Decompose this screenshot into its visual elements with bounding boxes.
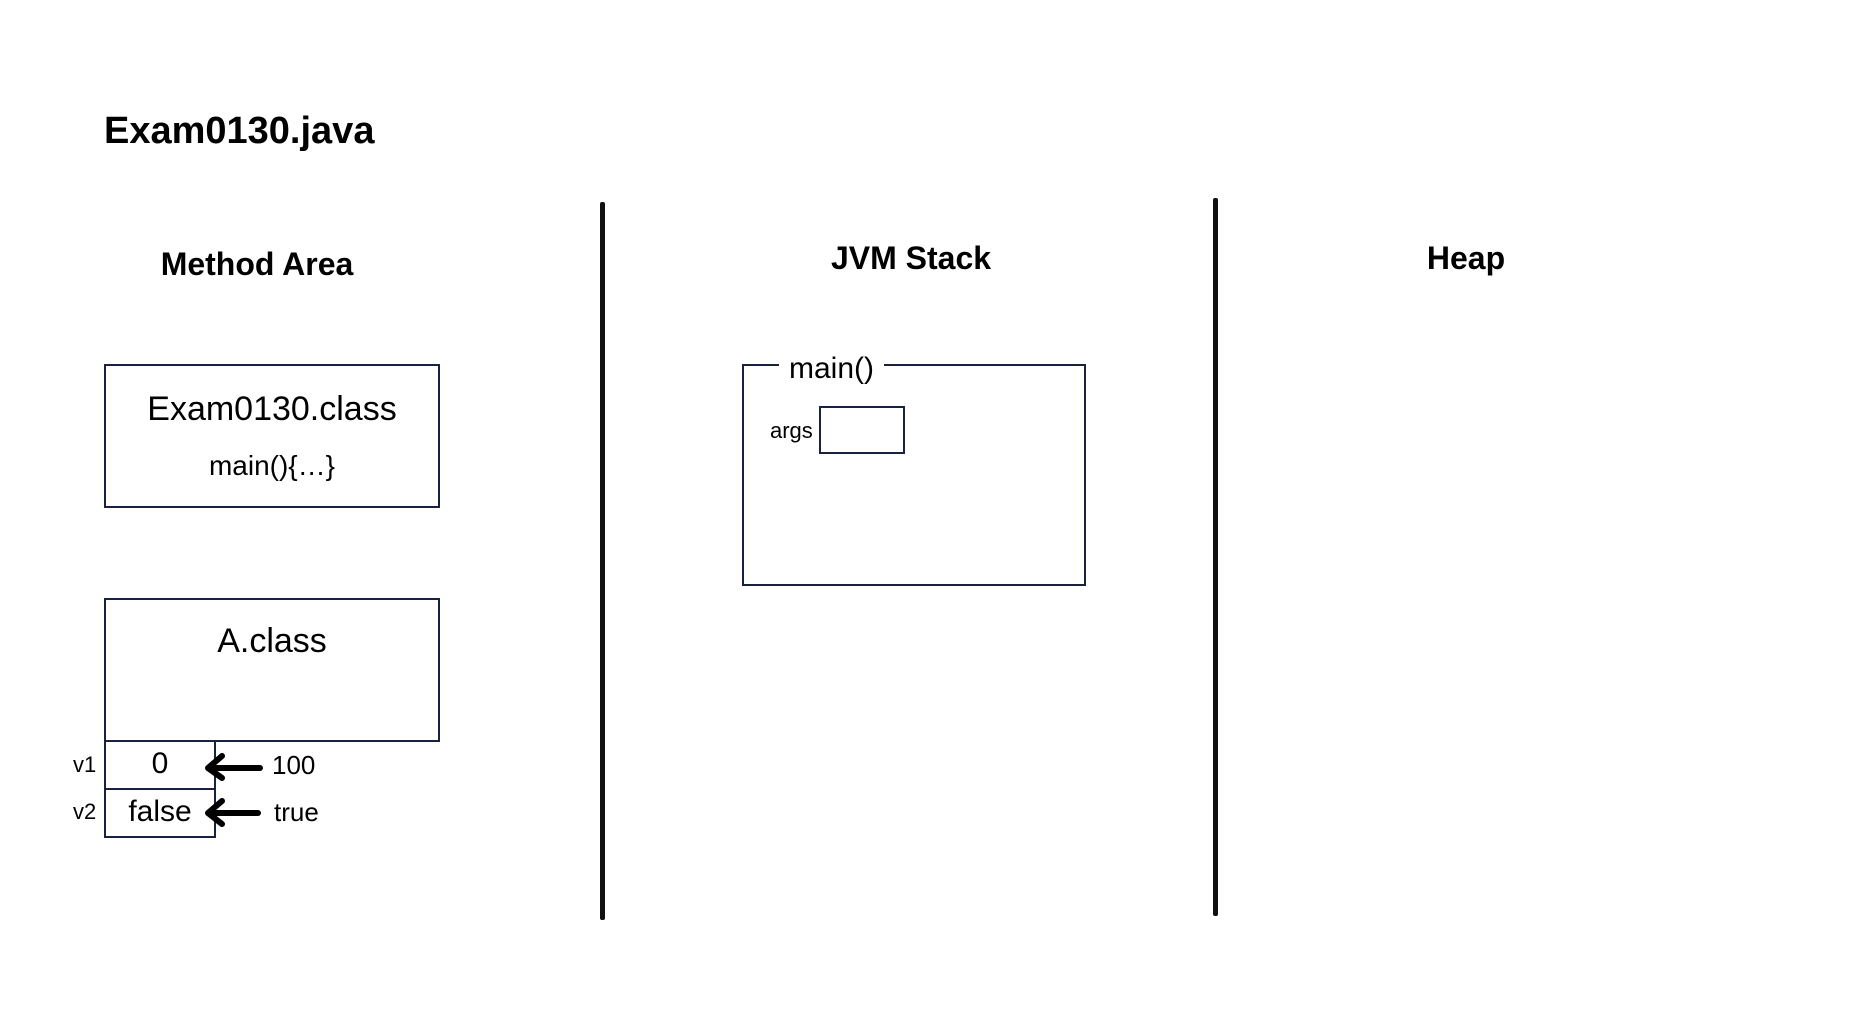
divider-left [600, 202, 605, 920]
field-v2-cell: false [104, 788, 216, 838]
field-v2-value: false [128, 795, 192, 828]
args-cell [819, 406, 905, 454]
assignment-arrows [205, 753, 263, 827]
arrow-left-icon [205, 753, 263, 781]
jvm-stack-title: JVM Stack [830, 240, 992, 276]
heap-title: Heap [1426, 240, 1506, 276]
field-v1-cell: 0 [104, 740, 216, 790]
exam-class-main-method: main(){…} [208, 450, 336, 481]
args-label: args [770, 418, 813, 443]
main-frame-label: main() [779, 352, 885, 386]
a-class-box: A.class [104, 598, 440, 742]
v2-assigned-value: true [274, 797, 319, 827]
field-v1-value: 0 [151, 747, 169, 780]
page-title: Exam0130.java [104, 110, 375, 152]
divider-right [1213, 198, 1218, 916]
method-area-title: Method Area [160, 246, 354, 282]
v1-assigned-value: 100 [272, 750, 316, 780]
exam-class-name: Exam0130.class [147, 390, 397, 428]
a-class-name: A.class [217, 622, 327, 660]
exam-class-box: Exam0130.class main(){…} [104, 364, 440, 508]
field-v1-label: v1 [73, 752, 97, 777]
arrow-left-icon [205, 798, 261, 827]
field-v2-label: v2 [73, 799, 97, 824]
main-stack-frame [742, 364, 1086, 586]
